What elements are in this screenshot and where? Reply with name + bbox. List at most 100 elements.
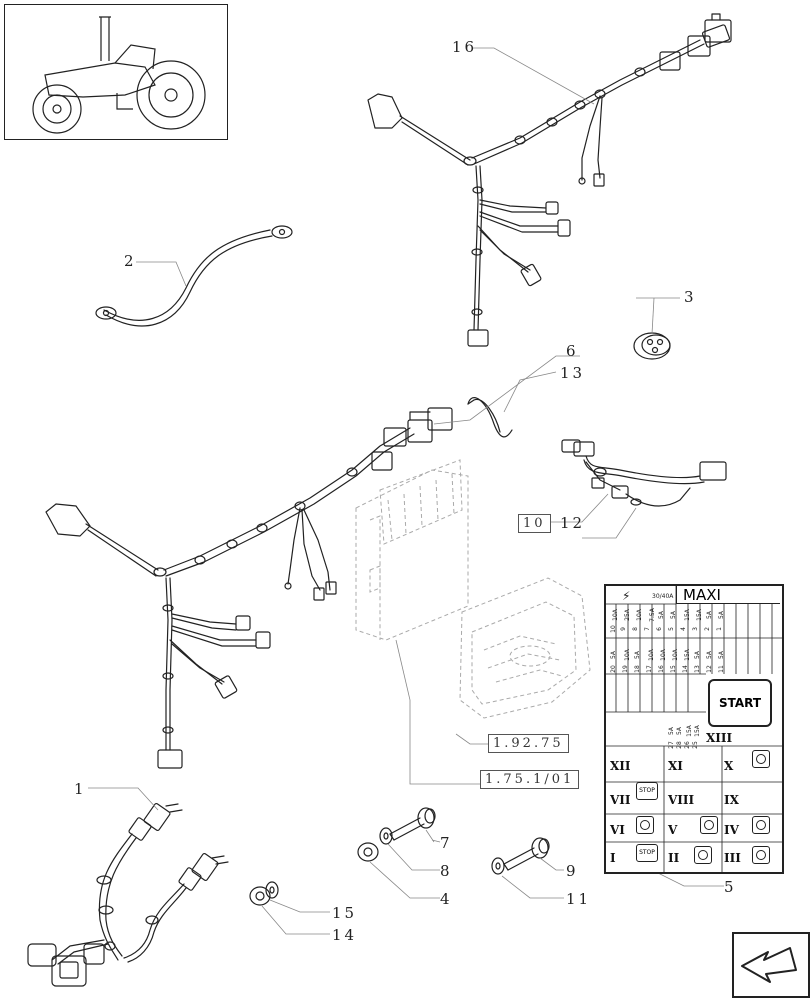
tractor-thumbnail [4,4,228,140]
fuse-rating: 15A [693,725,701,737]
relay-iii [752,846,770,864]
callout-14: 14 [332,926,358,944]
fuse-number: 9 [619,627,627,631]
fuse-number: 6 [655,627,663,631]
callout-4: 4 [440,890,453,908]
fuse-rating: 15A [683,649,691,661]
fuse-number: 14 [681,665,689,673]
fuse-rating: 10A [611,609,619,621]
relay-label-xiii: XIII [706,731,733,745]
callout-10: 10 [518,514,551,533]
callout-15: 15 [332,904,358,922]
callout-11: 11 [566,890,592,908]
fuse-rating: 5A [667,727,675,735]
relay-x [752,750,770,768]
relay-label-ii: II [668,851,680,865]
relay-label-viii: VIII [668,793,695,807]
cable-strap-13 [467,397,513,438]
fuse-rating: 25A [623,609,631,621]
callout-7: 7 [440,834,453,852]
washer-8 [379,827,393,845]
relay-label-x: X [724,759,734,773]
grommet-3 [633,332,671,360]
fuse-number: 17 [645,665,653,673]
callout-6: 6 [566,342,579,360]
relay-label-xi: XI [668,759,683,773]
callout-2: 2 [124,252,137,270]
fuse-rating: 10A [671,649,679,661]
start-relay: START [708,679,772,727]
callout-9: 9 [566,862,579,880]
next-page-button[interactable] [732,932,810,998]
fuse-rating: 5A [705,651,713,659]
fuse-number: 8 [631,627,639,631]
fuse-rating: 5A [693,651,701,659]
fuse-rating: 5A [657,611,665,619]
wiring-harness-10-12 [561,439,727,507]
fuse-number: 2 [703,627,711,631]
callout-13: 13 [560,364,586,382]
tractor-icon [32,16,206,134]
stop-relay-vii: STOP [636,782,658,800]
relay-label-vi: VI [610,823,625,837]
relay-label-i: I [610,851,616,865]
fuse-number: 4 [679,627,687,631]
fuse-number: 12 [705,665,713,673]
fuse-panel-grid: ⚡ [606,586,782,872]
reference-link-1-92-75[interactable]: 1.92.75 [488,734,569,753]
fuse-number: 3 [691,627,699,631]
fuse-rating: 5A [609,651,617,659]
relay-label-v: V [668,823,678,837]
callout-1: 1 [74,780,87,798]
arrow-left-icon [741,947,797,983]
callout-3: 3 [684,288,697,306]
ghost-components [355,459,591,719]
fuse-number: 27 [667,741,675,749]
maxi-fuse-rating: 30/40A [652,593,674,600]
relay-label-iii: III [724,851,741,865]
reference-link-1-75-1-01[interactable]: 1.75.1/01 [480,770,580,789]
fuse-rating: 15A [685,725,693,737]
fuse-rating: 5A [717,611,725,619]
fuse-number: 20 [609,665,617,673]
fuse-number: 15 [669,665,677,673]
fuse-rating: 10A [623,649,631,661]
wiring-harness-1 [27,803,229,987]
fuse-rating: 10A [635,609,643,621]
relay-label-ix: IX [724,793,739,807]
fuse-rating: 10A [647,649,655,661]
fuse-rating: 7.5A [648,608,656,622]
washer-15 [265,881,279,899]
callout-5: 5 [724,878,737,896]
maxi-fuse-label: MAXI [676,586,780,604]
ground-cable-2 [95,225,293,327]
fuse-number: 19 [621,665,629,673]
fuse-rating: 5A [717,651,725,659]
fuse-number: 16 [657,665,665,673]
fuse-rating: 5A [633,651,641,659]
fuse-number: 10 [609,625,617,633]
fuse-rating: 5A [705,611,713,619]
fuse-rating: 5A [669,611,677,619]
nut-14 [249,886,271,906]
nut-4 [357,842,379,862]
callout-12: 12 [560,514,586,532]
relay-ii [694,846,712,864]
fuse-number: 18 [633,665,641,673]
fuse-number: 5 [667,627,675,631]
bolt-9 [503,837,550,871]
fuse-number: 25 [691,741,699,749]
washer-11 [491,857,505,875]
relay-label-iv: IV [724,823,739,837]
relay-v [700,816,718,834]
svg-text:⚡: ⚡ [622,589,630,603]
relay-iv [752,816,770,834]
fuse-rating: 5A [675,727,683,735]
fuse-rating: 10A [659,649,667,661]
relay-label-xii: XII [610,759,631,773]
relay-label-vii: VII [610,793,631,807]
fuse-number: 26 [683,741,691,749]
callout-8: 8 [440,862,453,880]
fuse-number: 7 [643,627,651,631]
